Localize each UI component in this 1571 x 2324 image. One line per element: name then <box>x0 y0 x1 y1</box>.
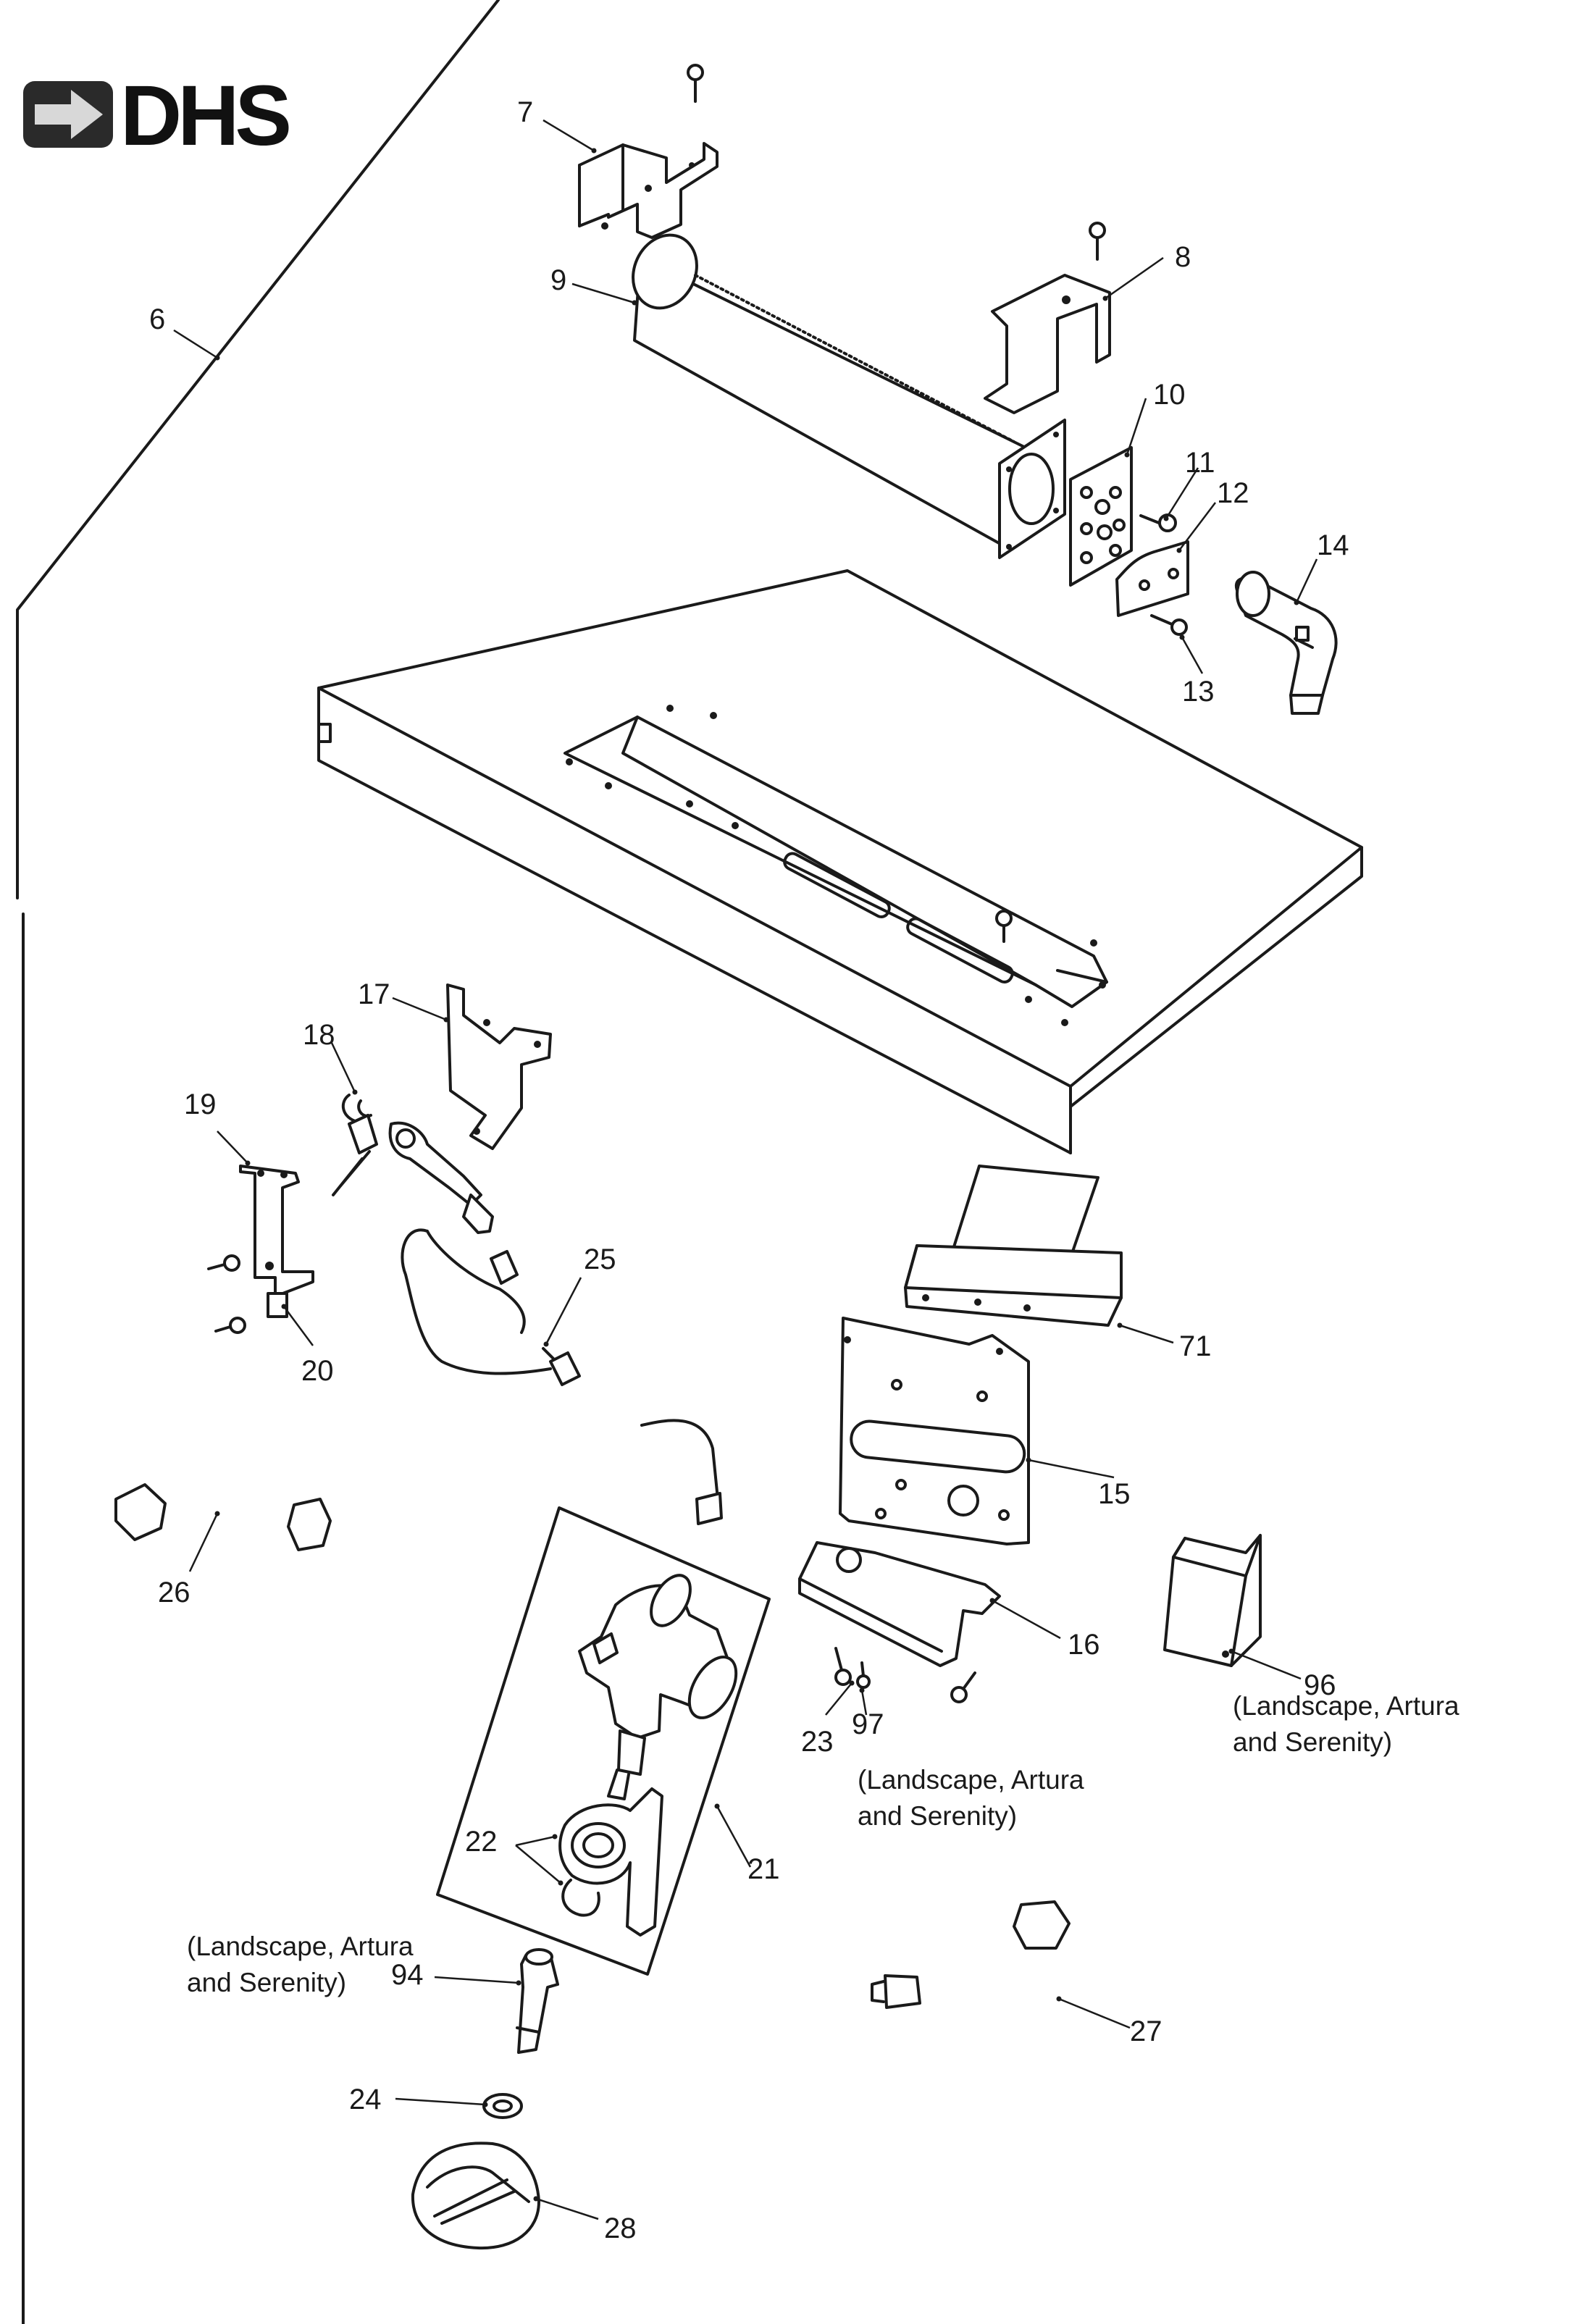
screw-16 <box>950 1671 976 1703</box>
gas-valve-frame <box>436 1506 771 1976</box>
model-notes: (Landscape, Artura and Serenity) (Landsc… <box>187 1691 1459 1997</box>
callout-12: 12 <box>1217 477 1249 509</box>
retaining-clip <box>561 1879 600 1917</box>
note-97-line1: (Landscape, Artura <box>858 1765 1084 1795</box>
callout-18: 18 <box>303 1019 335 1051</box>
valve-mounting-plate <box>839 1317 1030 1545</box>
supply-tube-left <box>114 1430 332 1551</box>
screw-23 <box>834 1647 852 1686</box>
callout-19: 19 <box>184 1088 217 1120</box>
screw-97 <box>856 1661 871 1689</box>
callout-8: 8 <box>1175 241 1191 273</box>
screw-tray <box>995 910 1013 943</box>
burner-tray <box>317 569 1363 1154</box>
callout-13: 13 <box>1182 676 1215 708</box>
callout-25: 25 <box>584 1243 616 1275</box>
screw-20 <box>214 1317 246 1334</box>
callout-22: 22 <box>465 1826 498 1858</box>
callout-11: 11 <box>1185 447 1215 479</box>
callout-17: 17 <box>358 978 390 1010</box>
control-knob-housing <box>558 1787 663 1937</box>
thermocouple-lead <box>640 1419 723 1525</box>
callout-14: 14 <box>1317 529 1349 561</box>
logo-text: DHS <box>120 68 289 164</box>
callout-7: 7 <box>517 96 533 128</box>
arrow-right-icon <box>23 81 113 148</box>
burner-bracket-left <box>578 142 719 239</box>
callout-96: 96 <box>1304 1669 1336 1701</box>
valve-bracket <box>798 1541 1001 1667</box>
screw-top-7 <box>687 64 704 103</box>
washer <box>482 2093 523 2119</box>
screw-11 <box>1139 513 1177 532</box>
callout-10: 10 <box>1153 379 1186 411</box>
callout-16: 16 <box>1068 1629 1100 1661</box>
callout-23: 23 <box>801 1726 834 1758</box>
screw-19 <box>207 1254 240 1272</box>
supply-tube-right <box>871 1900 1071 2093</box>
callout-20: 20 <box>301 1355 334 1387</box>
pilot-tube <box>401 1228 581 1386</box>
callout-27: 27 <box>1130 2015 1162 2047</box>
note-97-line2: and Serenity) <box>858 1801 1017 1831</box>
note-96-line1: (Landscape, Artura <box>1233 1691 1459 1721</box>
bracket-96 <box>1163 1534 1262 1667</box>
heat-shield-71 <box>904 1165 1123 1327</box>
note-94-line1: (Landscape, Artura <box>187 1931 414 1961</box>
screw-13 <box>1150 614 1188 636</box>
gas-valve <box>578 1574 738 1800</box>
gasket-plate <box>1069 446 1133 587</box>
control-knob <box>411 2141 540 2250</box>
callout-9: 9 <box>550 264 566 296</box>
dhs-logo: DHS <box>23 68 293 164</box>
callout-94: 94 <box>391 1959 424 1991</box>
callout-71: 71 <box>1179 1330 1212 1362</box>
screw-top-8 <box>1089 222 1106 261</box>
callout-labels: 6 7 8 9 10 11 12 13 14 15 16 17 18 19 20… <box>149 96 1349 2244</box>
elbow-fitting <box>1234 571 1338 715</box>
cabinet-outline <box>16 0 500 2324</box>
callout-15: 15 <box>1098 1478 1131 1510</box>
note-94-line2: and Serenity) <box>187 1968 346 1997</box>
orifice-plate <box>1115 540 1189 617</box>
callout-24: 24 <box>349 2084 382 2115</box>
callout-28: 28 <box>604 2212 637 2244</box>
callout-21: 21 <box>747 1853 780 1885</box>
shaft-extension <box>516 1948 559 2054</box>
leader-lines <box>173 119 1318 2220</box>
burner-tube <box>632 233 1066 559</box>
thermocouple-bracket <box>239 1165 314 1318</box>
callout-97: 97 <box>852 1708 884 1740</box>
callout-26: 26 <box>158 1577 190 1608</box>
burner-bracket-right <box>984 274 1111 414</box>
pilot-assembly <box>332 1094 494 1234</box>
note-96-line2: and Serenity) <box>1233 1727 1392 1757</box>
pilot-bracket <box>446 983 552 1150</box>
callout-6: 6 <box>149 303 165 335</box>
